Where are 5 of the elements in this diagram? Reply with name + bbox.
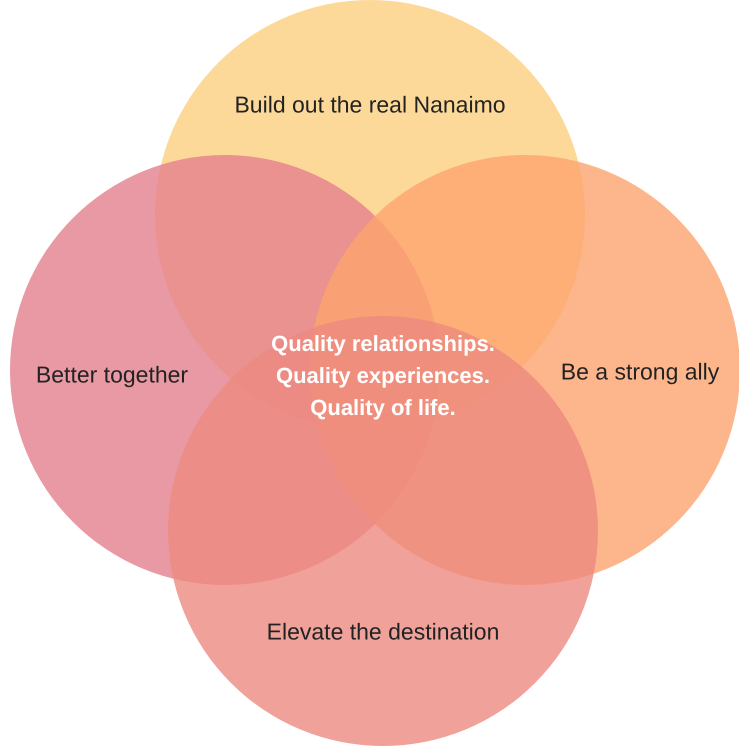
circle-label: Build out the real Nanaimo — [234, 92, 506, 118]
circle-label: Be a strong ally — [560, 358, 720, 386]
circle-label: Better together — [36, 362, 188, 388]
circle-label: Elevate the destination — [266, 618, 500, 646]
center-statement: Quality relationships. Quality experiences. Quality of life. — [270, 330, 496, 422]
